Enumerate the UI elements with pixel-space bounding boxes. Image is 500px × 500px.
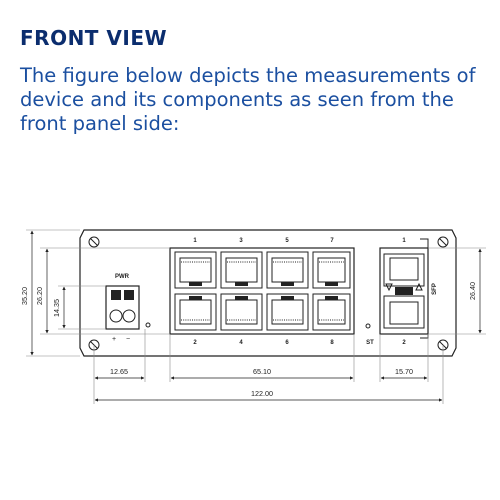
ethernet-block <box>169 247 355 335</box>
screw-icon-top-left <box>88 236 100 248</box>
dim-sfp-width: 15.70 <box>395 367 413 376</box>
ethernet-port-7 <box>312 251 351 289</box>
screw-icon-top-right <box>437 236 449 248</box>
dim-height-connector: 14.35 <box>52 299 61 317</box>
sfp-port-2 <box>383 295 425 329</box>
plus-label: + <box>112 336 116 343</box>
arrow-down-icon <box>385 283 393 292</box>
dim-sfp-height: 26.40 <box>468 282 477 300</box>
port-number-8: 8 <box>330 340 334 346</box>
dim-total-width: 122.00 <box>251 389 273 398</box>
ethernet-port-8 <box>312 293 351 331</box>
arrow-up-icon <box>415 282 423 291</box>
port-number-6: 6 <box>285 340 289 346</box>
description-text: The figure below depicts the measurement… <box>20 64 476 135</box>
port-number-4: 4 <box>239 340 243 346</box>
port-number-2: 2 <box>193 340 197 346</box>
port-number-7: 7 <box>330 238 334 244</box>
ethernet-port-3 <box>220 251 263 289</box>
dim-ports-width: 65.10 <box>253 367 271 376</box>
sfp-label: SFP <box>432 283 438 295</box>
st-led <box>365 323 371 329</box>
port-number-1: 1 <box>193 238 197 244</box>
device-outline <box>79 229 457 357</box>
pwr-label: PWR <box>115 274 130 280</box>
page-title: FRONT VIEW <box>20 26 168 50</box>
dim-height-body: 26.20 <box>35 287 44 305</box>
sfp-number-1: 1 <box>402 238 406 244</box>
ethernet-port-5 <box>266 251 309 289</box>
dim-height-total: 35.20 <box>20 287 29 305</box>
port-number-3: 3 <box>239 238 243 244</box>
ethernet-port-4 <box>220 293 263 331</box>
port-number-5: 5 <box>285 238 289 244</box>
ethernet-port-2 <box>174 293 217 331</box>
ethernet-port-6 <box>266 293 309 331</box>
minus-label: − <box>126 336 130 343</box>
ethernet-port-1 <box>174 251 217 289</box>
sfp-block <box>379 247 429 335</box>
power-connector <box>105 285 140 330</box>
st-label: ST <box>366 340 374 346</box>
sfp-number-2: 2 <box>402 340 406 346</box>
sfp-bracket <box>420 238 429 339</box>
pwr-led <box>145 322 151 328</box>
sfp-port-1 <box>383 253 425 287</box>
dim-pwr-width: 12.65 <box>110 367 128 376</box>
